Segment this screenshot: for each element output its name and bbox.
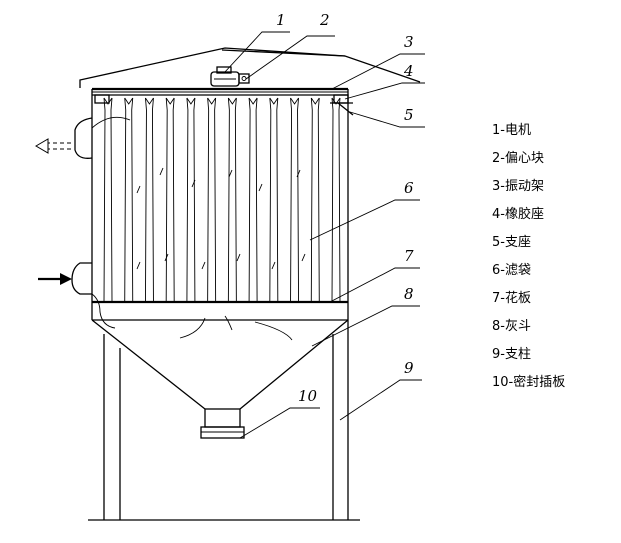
callout-9: 9 xyxy=(404,359,414,377)
filter-bag xyxy=(186,97,196,303)
callout-4: 4 xyxy=(403,62,414,80)
filter-bags xyxy=(103,97,341,303)
housing xyxy=(91,89,349,320)
legend-item-2: 2-偏心块 xyxy=(492,151,544,166)
legend-item-8: 8-灰斗 xyxy=(492,319,531,334)
filter-bag xyxy=(145,97,154,303)
legend-item-7: 7-花板 xyxy=(492,290,531,306)
legend: 1-电机 2-偏心块 3-振动架 4-橡胶座 5-支座 6-滤袋 7-花板 8-… xyxy=(492,123,565,390)
legend-item-6: 6-滤袋 xyxy=(492,263,531,278)
callout-5: 5 xyxy=(404,106,414,124)
callout-7: 7 xyxy=(404,247,414,265)
filter-bag xyxy=(103,97,113,303)
callout-6: 6 xyxy=(404,179,414,197)
callout-8: 8 xyxy=(404,285,414,303)
inlet-duct xyxy=(71,262,116,329)
ash-hopper xyxy=(91,315,349,410)
filter-bag xyxy=(331,97,341,303)
filter-bag xyxy=(290,97,299,303)
support-bracket xyxy=(330,102,354,116)
flow-marks xyxy=(136,167,306,270)
legend-item-3: 3-振动架 xyxy=(492,179,544,194)
callout-3: 3 xyxy=(404,33,414,51)
legend-item-9: 9-支柱 xyxy=(492,347,531,362)
callout-1: 1 xyxy=(276,11,286,29)
callout-2: 2 xyxy=(319,11,330,29)
inlet-arrow xyxy=(38,273,72,285)
pillar-left xyxy=(103,334,121,520)
filter-bag xyxy=(227,97,237,303)
filter-bag xyxy=(165,97,175,303)
rubber-seat-left xyxy=(94,94,110,104)
filter-bag xyxy=(207,97,217,303)
outlet-arrow xyxy=(35,138,74,154)
filter-bag xyxy=(269,97,279,303)
callouts: 1 2 3 4 5 6 7 8 9 10 xyxy=(276,11,414,405)
eccentric-block xyxy=(238,73,250,84)
outlet-duct xyxy=(74,116,131,159)
roof xyxy=(79,47,421,88)
filter-bag xyxy=(124,97,134,303)
legend-item-10: 10-密封插板 xyxy=(492,374,565,390)
motor xyxy=(210,66,240,87)
sealing-plate xyxy=(200,408,245,439)
leader-lines xyxy=(223,31,425,439)
filter-bag xyxy=(310,97,320,303)
callout-10: 10 xyxy=(298,387,318,405)
legend-item-4: 4-橡胶座 xyxy=(492,206,544,222)
legend-item-5: 5-支座 xyxy=(492,235,531,250)
vibration-frame xyxy=(92,87,348,96)
legend-item-1: 1-电机 xyxy=(492,123,531,138)
filter-bag xyxy=(248,97,258,303)
pillar-right xyxy=(332,320,349,520)
